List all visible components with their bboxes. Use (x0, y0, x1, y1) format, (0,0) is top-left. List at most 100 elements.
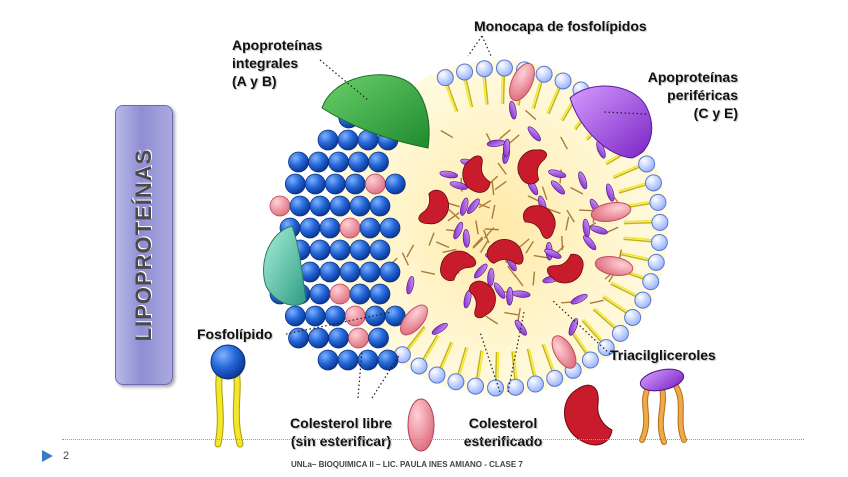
surface-head (319, 217, 341, 239)
fatty-acid-chain (570, 186, 584, 195)
fatty-acid-chain (547, 207, 561, 215)
label-line: Apoproteínas (232, 37, 323, 53)
cholesterol-on-surface (590, 201, 632, 223)
phospholipid-head (624, 308, 642, 326)
surface-head (379, 217, 401, 239)
fatty-acid-chain (565, 216, 570, 231)
label-line: Colesterol libre (290, 415, 392, 431)
phospholipid-head (638, 155, 656, 173)
label-line: Apoproteínas (647, 69, 738, 85)
phospholipid-head (597, 339, 615, 357)
label-line: integrales (232, 55, 299, 71)
triacylglycerol-head (514, 319, 527, 336)
triacylglycerol-head (548, 169, 567, 178)
core-lipids (386, 100, 623, 336)
triacylglycerol-head (589, 225, 608, 235)
free-cholesterol-molecule (407, 398, 435, 452)
label-colesterol-libre: Colesterol libre (sin esterificar) (276, 414, 406, 450)
triacylglycerol-head (473, 263, 488, 279)
surface-head (309, 283, 331, 305)
triacylglycerol-head (449, 181, 468, 190)
triacylglycerol-head (502, 138, 511, 158)
surface-head (379, 261, 401, 283)
cholesterol-on-surface (594, 256, 634, 276)
fatty-acid-chain (518, 238, 530, 249)
triacylglycerol-molecule (639, 368, 687, 445)
fatty-acid-chain (472, 237, 484, 249)
phospholipid-head (487, 379, 505, 397)
surface-head (369, 283, 391, 305)
surface-head (284, 173, 306, 195)
surface-head (377, 349, 399, 371)
surface-head (308, 151, 329, 173)
surface-heads (269, 107, 406, 371)
cholesterol-on-surface (400, 304, 428, 336)
label-monocapa: Monocapa de fosfolípidos (474, 18, 647, 34)
label-line: esterificado (463, 433, 543, 449)
fatty-acid-chain (479, 240, 489, 254)
label-line: periféricas (667, 87, 738, 103)
triacylglycerol-head (431, 322, 448, 335)
fatty-acid-chain (491, 204, 496, 219)
fatty-acid-chain (440, 129, 454, 139)
surface-head (364, 305, 386, 327)
phospholipid-head (651, 213, 669, 231)
surface-head (304, 305, 326, 327)
fatty-acid-chain (421, 270, 436, 275)
fatty-acid-chain (448, 209, 460, 220)
phospholipid-head (634, 291, 652, 309)
label-line: (A y B) (232, 73, 277, 89)
surface-head (369, 195, 391, 217)
fatty-acid-chain (499, 129, 511, 140)
phospholipid-head (447, 373, 465, 391)
triacylglycerol-head (605, 183, 615, 202)
esterified-cholesterol (517, 149, 547, 185)
label-line: Colesterol (468, 415, 538, 431)
surface-head (337, 349, 359, 371)
side-title-panel: LIPOPROTEÍNAS (115, 105, 173, 385)
integral-apoprotein (321, 74, 430, 149)
triacylglycerol-head (544, 248, 562, 259)
surface-head (348, 151, 369, 173)
surface-head (384, 173, 406, 195)
slide-arrow-icon (42, 450, 53, 462)
cholesterol-on-surface (551, 335, 577, 369)
phospholipid-head (535, 65, 553, 83)
triacylglycerol-head (406, 276, 415, 295)
triacylglycerol-head (453, 221, 464, 240)
surface-head (349, 239, 371, 261)
triacylglycerol-head (583, 235, 597, 251)
phospholipid-head (507, 378, 525, 396)
cholesterol-on-surface (509, 62, 535, 102)
fatty-acid-chain (497, 162, 507, 175)
footer-text: UNLa– BIOQUIMICA II – LIC. PAULA INES AM… (291, 460, 523, 469)
triacylglycerol-head (527, 126, 541, 142)
fatty-acid-chain (579, 209, 594, 212)
surface-cholesterol (339, 217, 361, 239)
esterified-cholesterol (546, 253, 584, 284)
triacylglycerol-head (439, 170, 458, 179)
fatty-acid-chain (589, 299, 604, 305)
fatty-acid-chain (507, 265, 517, 278)
surface-head (329, 195, 351, 217)
fatty-acid-chain (485, 315, 499, 325)
phospholipid-head (495, 59, 513, 77)
fatty-acid-chain (541, 186, 548, 201)
surface-head (368, 327, 389, 349)
fatty-acid-chain (504, 311, 519, 316)
fatty-acid-chain (428, 232, 435, 246)
phospholipid-head (611, 324, 629, 342)
label-fosfolipido: Fosfolípido (197, 326, 273, 342)
triacylglycerol-head (467, 198, 480, 214)
esterified-cholesterol (468, 280, 496, 319)
surface-head (324, 173, 346, 195)
surface-head (349, 195, 371, 217)
esterified-cholesterol (486, 239, 524, 265)
phospholipid-head (526, 375, 544, 393)
phospholipid-head (475, 60, 493, 78)
triacylglycerol-head (578, 171, 588, 190)
surface-head (357, 349, 379, 371)
fatty-acid-chain (406, 244, 415, 258)
triacylglycerol-head (570, 293, 588, 305)
surface-head (319, 261, 341, 283)
